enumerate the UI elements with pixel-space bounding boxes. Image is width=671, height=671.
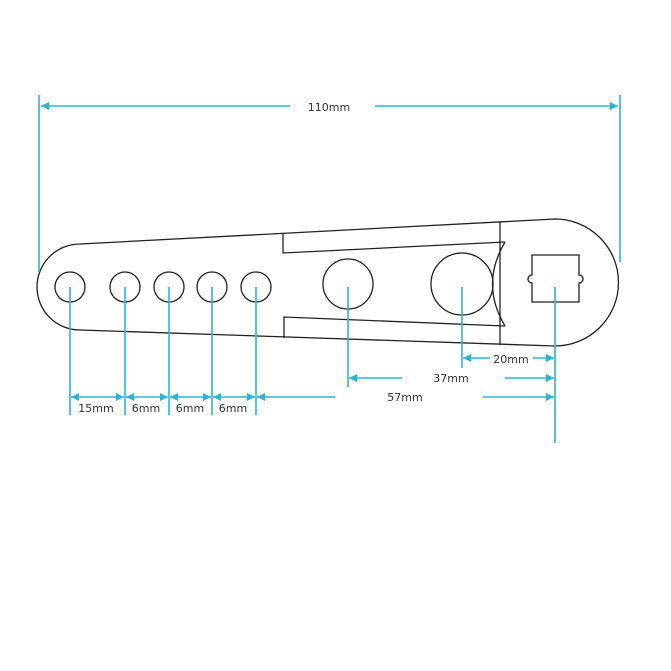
spline-square [527, 254, 584, 303]
upper-slot-edge [282, 233, 506, 254]
label-37mm: 37mm [433, 372, 468, 385]
label-57mm: 57mm [387, 391, 422, 404]
label-6mm-c: 6mm [219, 402, 247, 415]
label-20mm: 20mm [493, 353, 528, 366]
lower-slot-edge [283, 316, 506, 338]
concave-arc [491, 241, 506, 327]
dimension-lines [38, 95, 621, 443]
label-6mm-b: 6mm [176, 402, 204, 415]
label-6mm-a: 6mm [132, 402, 160, 415]
holes [54, 252, 584, 316]
dimension-labels: 110mm 15mm 6mm 6mm 6mm 57mm 37mm 20mm [78, 101, 528, 415]
label-15mm: 15mm [78, 402, 113, 415]
label-overall: 110mm [308, 101, 350, 114]
